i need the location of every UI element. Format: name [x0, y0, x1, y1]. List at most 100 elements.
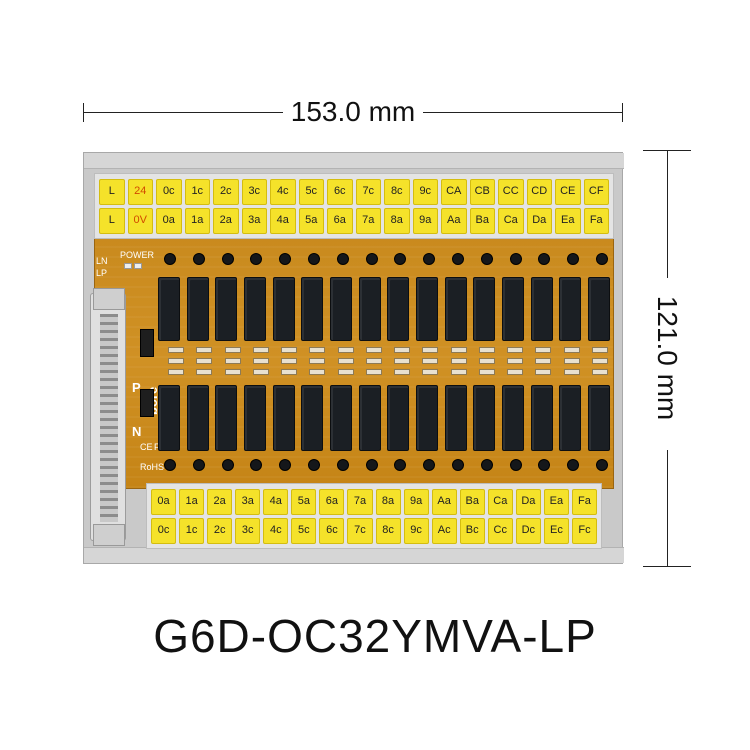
terminal-label: 7c [355, 178, 381, 205]
connector-latch-top [93, 288, 125, 310]
terminal-label: 2a [213, 207, 239, 234]
indicator-led [221, 253, 234, 265]
smd-part [591, 358, 608, 364]
smd-component [422, 347, 439, 375]
terminal-label: CE [555, 178, 581, 205]
ribbon-connector [90, 288, 126, 546]
smd-part [196, 347, 213, 353]
led-row-bottom [164, 459, 608, 471]
smd-part [450, 369, 467, 375]
terminal-label: Ec [543, 517, 569, 544]
smd-component [224, 347, 241, 375]
indicator-led [538, 253, 551, 265]
smd-part [535, 347, 552, 353]
width-dimension-label: 153.0 mm [282, 96, 424, 127]
smd-part [281, 358, 298, 364]
terminal-label: 8c [375, 517, 401, 544]
relay [559, 277, 582, 341]
terminal-label: L [99, 178, 125, 205]
relay [501, 277, 524, 341]
smd-part [168, 347, 184, 353]
indicator-led [192, 459, 205, 471]
relay [473, 385, 496, 451]
relay [186, 385, 209, 451]
indicator-led [509, 459, 522, 471]
indicator-led [451, 459, 464, 471]
terminal-label: 4a [263, 488, 289, 515]
terminal-label: Ba [469, 207, 495, 234]
silk-ce: CE [140, 442, 153, 452]
terminal-label: Aa [431, 488, 457, 515]
terminal-label: Da [526, 207, 552, 234]
indicator-led [192, 253, 205, 265]
smd-component [309, 347, 326, 375]
smd-component [478, 347, 495, 375]
relay [387, 385, 410, 451]
smd-part [281, 347, 298, 353]
component-row [168, 347, 608, 375]
smd-part [281, 369, 298, 375]
terminal-label: 3a [235, 488, 261, 515]
smd-part [365, 369, 382, 375]
terminal-label: 7c [347, 517, 373, 544]
terminal-label: 0c [156, 178, 182, 205]
smd-part [252, 369, 269, 375]
terminal-label: 1c [179, 517, 205, 544]
terminal-label: 5c [291, 517, 317, 544]
smd-part [309, 358, 326, 364]
smd-part [196, 369, 213, 375]
smd-part [394, 358, 411, 364]
indicator-led [279, 253, 292, 265]
indicator-led [164, 459, 176, 471]
relay [301, 385, 324, 451]
smd-component [450, 347, 467, 375]
terminal-label: 9a [403, 488, 429, 515]
relay [444, 385, 467, 451]
relay [530, 277, 553, 341]
smd-part [450, 358, 467, 364]
smd-component [535, 347, 552, 375]
indicator-led [221, 459, 234, 471]
relay [215, 277, 238, 341]
power-led [124, 263, 132, 269]
indicator-led [480, 459, 493, 471]
terminal-label: 24 [127, 178, 153, 205]
terminal-label: Ba [459, 488, 485, 515]
indicator-led [480, 253, 493, 265]
smd-part [507, 358, 524, 364]
terminal-label: 6c [327, 178, 353, 205]
relay [473, 277, 496, 341]
relay [272, 385, 295, 451]
chip-top [140, 329, 154, 357]
smd-part [478, 369, 495, 375]
relay-row-top [158, 277, 610, 341]
silk-p: P [132, 380, 141, 395]
indicator-led [365, 253, 378, 265]
terminal-label: Fa [571, 488, 597, 515]
smd-part [337, 358, 354, 364]
terminal-label: 6a [319, 488, 345, 515]
indicator-led [365, 459, 378, 471]
smd-part [394, 347, 411, 353]
terminal-label: Dc [515, 517, 541, 544]
smd-part [507, 369, 524, 375]
silk-ln: LN [96, 256, 108, 266]
terminal-label: 0c [151, 517, 177, 544]
terminal-label: 7a [355, 207, 381, 234]
terminal-label: Bc [459, 517, 485, 544]
smd-component [281, 347, 298, 375]
smd-component [337, 347, 354, 375]
terminal-label: CF [583, 178, 609, 205]
relay [559, 385, 582, 451]
terminal-label: Ea [543, 488, 569, 515]
smd-part [168, 369, 184, 375]
smd-part [422, 358, 439, 364]
connector-latch-bottom [93, 524, 125, 546]
smd-part [309, 347, 326, 353]
relay [387, 277, 410, 341]
terminal-label: 9c [412, 178, 438, 205]
indicator-led [250, 459, 263, 471]
